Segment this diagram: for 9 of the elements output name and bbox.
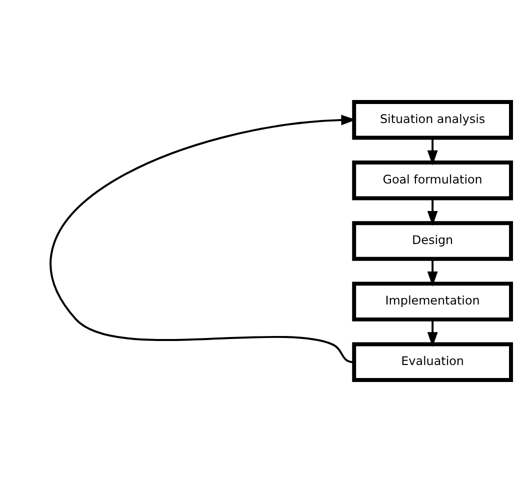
node-box: Situation analysis	[352, 99, 513, 140]
node-box: Goal formulation	[352, 160, 513, 200]
arrow	[427, 137, 438, 165]
arrow	[427, 258, 438, 286]
node-box: Evaluation	[352, 342, 513, 382]
arrow	[427, 319, 438, 347]
node-box: Implementation	[352, 281, 513, 321]
node-box: Design	[352, 220, 513, 260]
arrow	[427, 198, 438, 226]
